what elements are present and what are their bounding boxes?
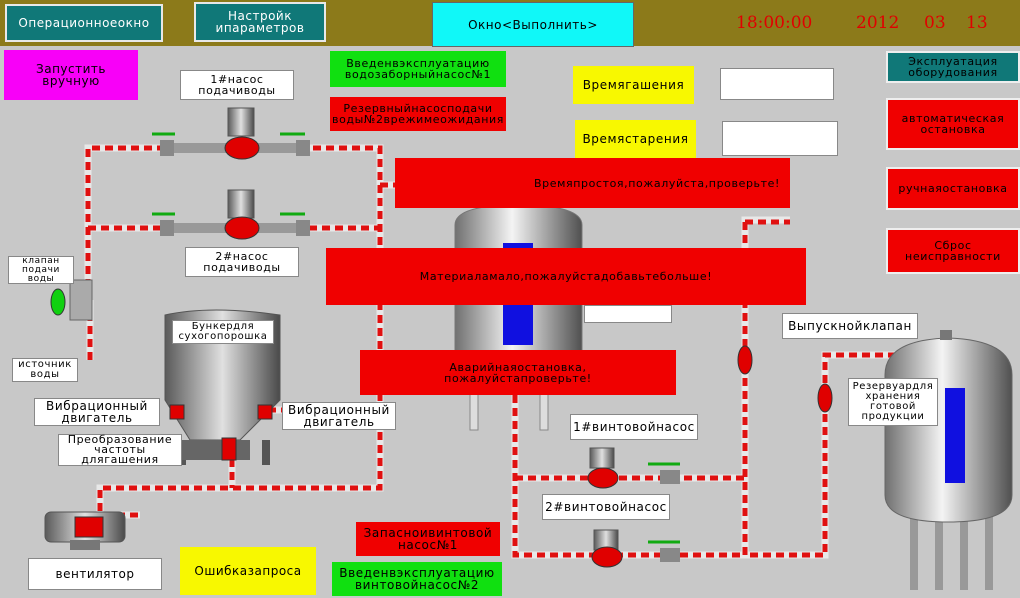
outlet-valve-left [737,345,753,375]
reservoir-label: Резервуардля хранения готовой продукции [848,378,938,426]
settings-button[interactable]: Настройк ипараметров [194,2,326,42]
request-error-button[interactable]: Ошибказапроса [180,547,316,595]
idle-time-alarm: Времяпростоя,пожалуйста,проверьте! [395,158,790,208]
freq-converter-label: Преобразование частоты длягашения [58,434,182,466]
screw-pump1-label: 1#винтовойнасос [570,414,698,440]
pump-2 [152,189,310,240]
vibro-motor-left [169,404,185,420]
quench-time-label: Времягашения [573,66,694,104]
clock-time: 18:00:00 [736,13,813,33]
converter-unit [221,437,237,461]
intake-pump1-status: Введенвэксплуатацию водозаборныйнасос№1 [330,51,506,87]
auto-stop-button[interactable]: автоматическая остановка [886,98,1020,150]
operation-window-button[interactable]: Операционноеокно [5,4,163,42]
screw-pump-2 [591,529,680,568]
water-valve [50,279,93,321]
reset-fault-button[interactable]: Сброс неисправности [886,228,1020,274]
run-window-button[interactable]: Окно<Выполнить> [432,2,634,47]
outlet-valve-label: Выпускнойклапан [782,313,918,339]
storage-tank [884,330,1013,590]
vibro-right-label: Вибрационный двигатель [282,402,396,430]
pump-1 [152,107,310,160]
aging-time-label: Времястарения [575,120,696,158]
outlet-valve-right [817,383,833,413]
screw2-in-service-status: Введенвэксплуатацию винтовойнасос№2 [332,562,502,596]
date-month: 03 [924,13,946,33]
screw-pump-1 [587,447,680,489]
date-year: 2012 [856,13,900,33]
start-manual-button[interactable]: Запустить вручную [4,50,138,100]
low-material-alarm: Материаламало,пожалуйстадобавьтебольше! [326,248,806,305]
screw-pump2-label: 2#винтовойнасос [542,494,670,520]
manual-stop-button[interactable]: ручнаяостановка [886,167,1020,210]
pump1-label: 1#насос подачиводы [180,70,294,100]
vibro-motor-right [257,404,273,420]
water-source-label: источник воды [12,358,78,382]
exploitation-button[interactable]: Эксплуатация оборудования [886,51,1020,83]
emergency-stop-alarm: Аварийнаяостановка, пожалуйстапроверьте! [360,350,676,395]
vibro-left-label: Вибрационный двигатель [34,398,160,426]
tank-level-box [584,305,672,323]
spare-screw1-status: Запасноивинтовой насос№1 [356,522,500,556]
reserve-pump2-status: Резервныйнасосподачи воды№2врежимеожидан… [330,97,506,131]
water-valve-label: клапан подачи воды [8,256,74,284]
pump2-label: 2#насос подачиводы [185,247,299,277]
hopper-label: Бункердля сухогопорошка [172,320,274,344]
aging-time-input[interactable] [722,121,838,156]
quench-time-input[interactable] [720,68,834,100]
date-day: 13 [966,13,988,33]
fan-button[interactable]: вентилятор [28,558,162,590]
fan-unit [44,511,126,550]
